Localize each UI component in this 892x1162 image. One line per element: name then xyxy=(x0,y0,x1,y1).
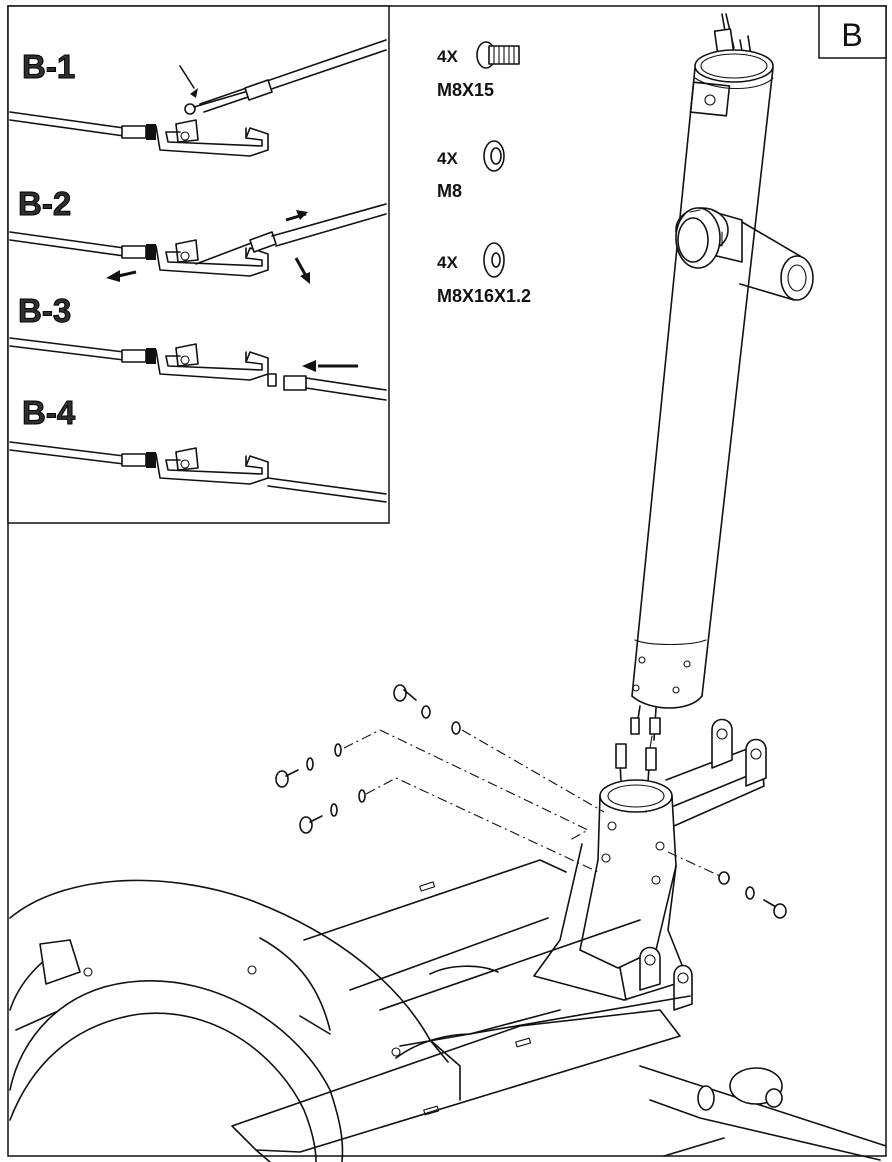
hardware-item-bolt: 4X M8X15 xyxy=(437,41,520,100)
bolt-left-mid xyxy=(275,743,342,788)
fasteners xyxy=(275,684,787,919)
base-frame xyxy=(231,718,887,1162)
page-frame xyxy=(7,5,887,1157)
step-b4-drawing xyxy=(9,441,387,503)
step-b1-drawing xyxy=(9,39,387,157)
hardware-name: M8X15 xyxy=(437,80,494,100)
alignment-line xyxy=(667,851,721,877)
alignment-line xyxy=(461,729,605,813)
bolt-left-low xyxy=(299,789,366,834)
flat-washer-icon xyxy=(483,242,505,278)
step-label-b4: B-4 xyxy=(22,394,76,431)
hardware-item-split-washer: 4X M8 xyxy=(437,140,505,201)
step-label-b3: B-3 xyxy=(18,292,71,329)
section-letter: B xyxy=(841,17,862,53)
hardware-item-flat-washer: 4X M8X16X1.2 xyxy=(437,242,531,306)
bolt-left-top xyxy=(393,684,461,735)
hardware-list: 4X M8X15 4X M8 4X M8X16X1.2 xyxy=(437,41,531,306)
alignment-line xyxy=(343,729,590,841)
bolt-right xyxy=(718,871,787,919)
hardware-qty: 4X xyxy=(437,149,458,168)
console-mast-tube xyxy=(630,13,814,741)
step-b3-drawing xyxy=(9,337,387,401)
step-label-b1: B-1 xyxy=(22,48,75,85)
alignment-line xyxy=(365,777,599,873)
section-badge: B xyxy=(818,5,887,59)
bolt-icon xyxy=(476,41,520,69)
hardware-qty: 4X xyxy=(437,253,458,272)
step-b2-drawing xyxy=(9,203,387,284)
step-label-b2: B-2 xyxy=(18,185,71,222)
hardware-name: M8X16X1.2 xyxy=(437,286,531,306)
cable-steps-inset: B-1 B-2 B-3 B-4 xyxy=(7,5,390,524)
split-washer-icon xyxy=(483,140,505,172)
hardware-name: M8 xyxy=(437,181,462,201)
hardware-qty: 4X xyxy=(437,47,458,66)
flywheel-cover xyxy=(9,879,461,1162)
